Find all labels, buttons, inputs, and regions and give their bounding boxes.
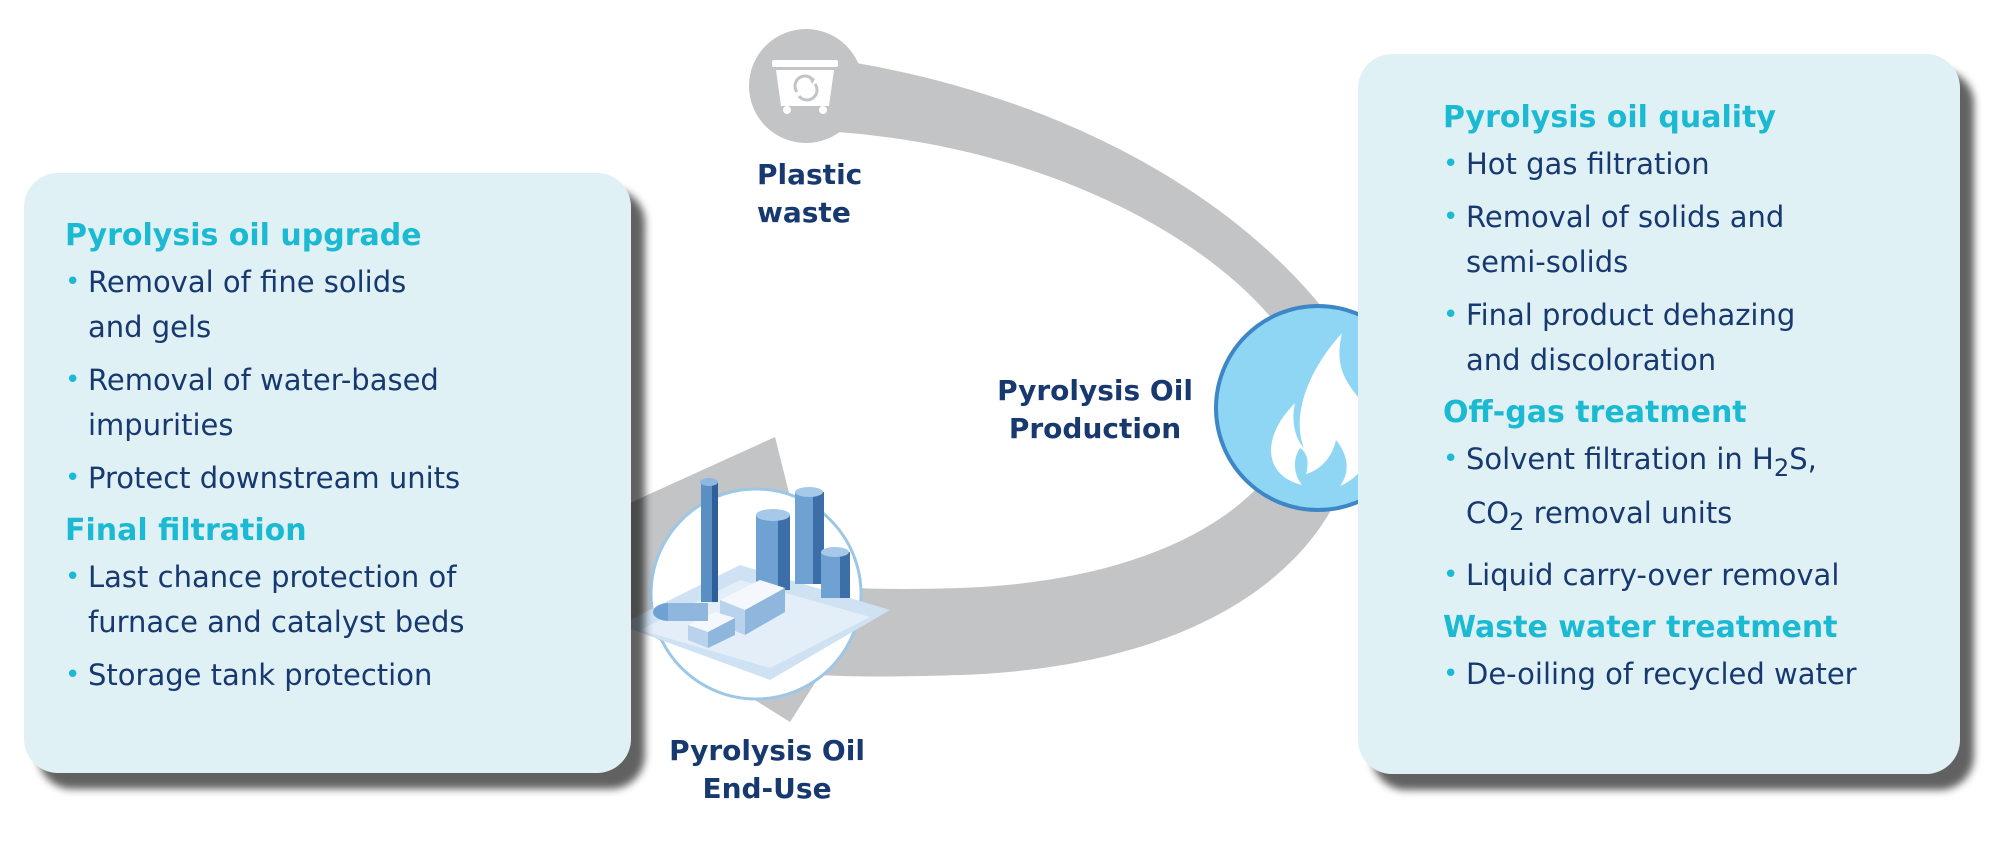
list-item: Hot gas filtration (1443, 142, 1950, 187)
item-text: Solvent filtration in H (1466, 442, 1774, 476)
section-title: Final filtration (65, 513, 307, 548)
item-line: Liquid carry-over removal (1466, 557, 1840, 592)
list-item: Protect downstream units (65, 456, 621, 501)
subscript: 2 (1509, 507, 1525, 536)
list-item: Solvent filtration in H2S,CO2 removal un… (1443, 437, 1950, 545)
section-title: Pyrolysis oil quality (1443, 100, 1776, 135)
end-use-node (620, 478, 890, 701)
bullet-list: Removal of fine solids and gels Removal o… (65, 260, 621, 501)
plastic-waste-label-line1: Plastic (757, 158, 863, 191)
item-line: furnace and catalyst beds (88, 605, 465, 639)
list-item: Final product dehazing and discoloration (1443, 293, 1950, 383)
production-label: Pyrolysis Oil Production (985, 372, 1205, 448)
bullet-list: De-oiling of recycled water (1443, 652, 1950, 697)
item-line: and gels (88, 310, 212, 344)
recycle-dumpster-icon (772, 60, 838, 114)
list-item: Removal of water-based impurities (65, 358, 621, 448)
item-line: impurities (88, 408, 234, 442)
bullet-list: Solvent filtration in H2S,CO2 removal un… (1443, 437, 1950, 598)
production-label-line1: Pyrolysis Oil (997, 374, 1193, 407)
item-line: Last chance protection of (88, 560, 457, 594)
item-line: semi-solids (1466, 245, 1629, 279)
item-line: Removal of solids and (1466, 200, 1785, 234)
bullet-list: Last chance protection of furnace and cat… (65, 555, 621, 698)
list-item: Removal of fine solids and gels (65, 260, 621, 350)
end-use-label-line2: End-Use (702, 772, 832, 805)
item-line: Removal of fine solids (88, 265, 407, 299)
refinery-plant-icon (620, 478, 890, 680)
list-item: Removal of solids and semi-solids (1443, 195, 1950, 285)
item-line: Protect downstream units (88, 461, 461, 495)
list-item: Liquid carry-over removal (1443, 553, 1950, 598)
subscript: 2 (1773, 453, 1790, 482)
item-text: CO (1466, 495, 1510, 530)
list-item: Storage tank protection (65, 653, 621, 698)
end-use-label-line1: Pyrolysis Oil (669, 734, 865, 767)
section-title: Pyrolysis oil upgrade (65, 218, 422, 253)
section-title: Waste water treatment (1443, 609, 1838, 645)
list-item: Last chance protection of furnace and cat… (65, 555, 621, 645)
list-item: De-oiling of recycled water (1443, 652, 1950, 697)
item-line: Final product dehazing (1466, 298, 1796, 332)
plastic-waste-node (749, 29, 863, 143)
end-use-label: Pyrolysis Oil End-Use (650, 732, 884, 808)
item-line: and discoloration (1466, 343, 1717, 377)
flame-icon (1271, 333, 1374, 486)
plastic-waste-label: Plastic waste (757, 156, 862, 232)
bullet-list: Hot gas filtration Removal of solids and… (1443, 142, 1950, 383)
section-title: Off-gas treatment (1443, 395, 1747, 430)
production-label-line2: Production (1008, 412, 1182, 445)
plastic-waste-label-line2: waste (757, 196, 851, 229)
item-text: removal units (1524, 495, 1733, 530)
item-line: Storage tank protection (88, 658, 433, 692)
left-info-panel: Pyrolysis oil upgrade Removal of fine so… (24, 173, 631, 773)
item-line: De-oiling of recycled water (1466, 656, 1857, 691)
item-line: Hot gas filtration (1466, 147, 1710, 181)
right-info-panel: Pyrolysis oil quality Hot gas filtration… (1358, 54, 1960, 774)
item-text: S, (1789, 442, 1817, 476)
item-line: Removal of water-based (88, 363, 439, 397)
